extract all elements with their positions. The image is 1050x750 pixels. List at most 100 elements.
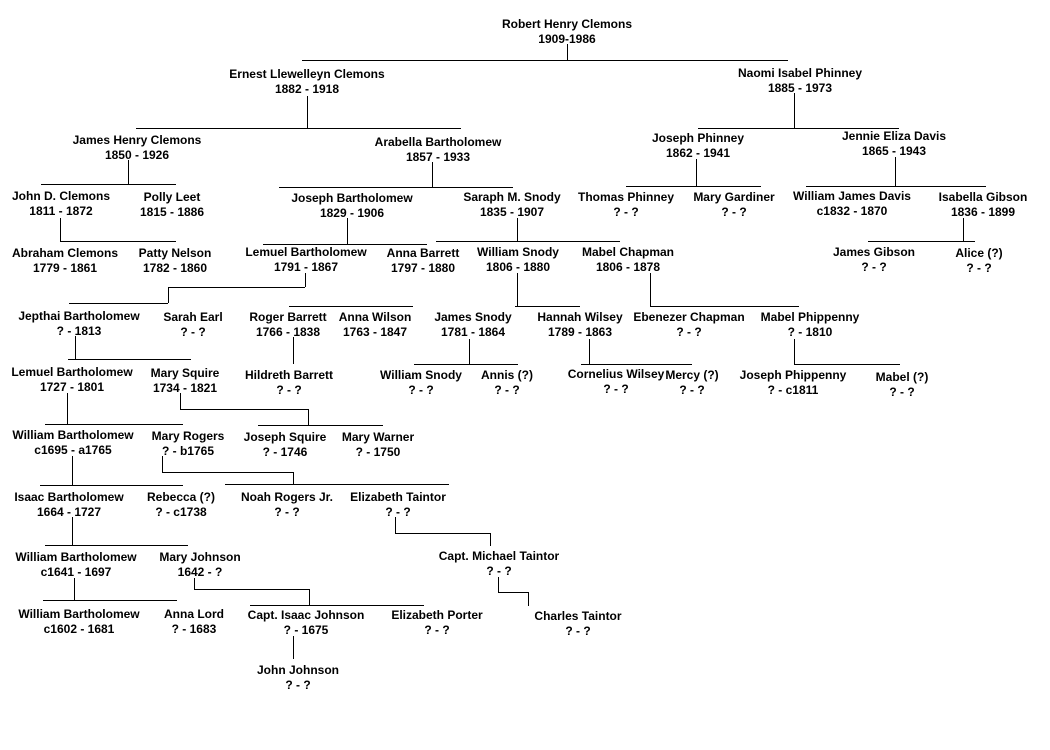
person-dates: c1641 - 1697 — [40, 565, 112, 579]
person-name: Naomi Isabel Phinney — [737, 66, 863, 80]
person-name: Cornelius Wilsey — [567, 367, 665, 381]
connector-line — [528, 592, 529, 606]
person-jepthai: Jepthai Bartholomew? - 1813 — [18, 309, 139, 339]
person-elizabethporter: Elizabeth Porter? - ? — [391, 608, 482, 638]
connector-line — [225, 484, 449, 485]
person-dates: ? - 1810 — [787, 325, 833, 339]
connector-line — [626, 186, 761, 187]
connector-line — [490, 533, 491, 546]
person-dates: ? - ? — [676, 325, 702, 339]
person-name: Anna Lord — [164, 607, 224, 621]
connector-line — [517, 273, 518, 306]
person-dates: ? - ? — [565, 624, 591, 638]
person-dates: 1727 - 1801 — [39, 380, 105, 394]
connector-line — [515, 306, 580, 307]
person-name: Joseph Squire — [243, 430, 327, 444]
person-name: John D. Clemons — [11, 189, 111, 203]
person-name: Lemuel Bartholomew — [11, 365, 133, 379]
connector-line — [162, 472, 293, 473]
person-noah: Noah Rogers Jr.? - ? — [241, 490, 333, 520]
connector-line — [517, 218, 518, 241]
person-dates: 1865 - 1943 — [861, 144, 927, 158]
person-dates: ? - ? — [721, 205, 747, 219]
person-dates: 1806 - 1880 — [485, 260, 551, 274]
person-dates: c1832 - 1870 — [816, 204, 888, 218]
person-dates: 1811 - 1872 — [29, 204, 93, 218]
person-dates: ? - ? — [889, 385, 915, 399]
connector-line — [162, 456, 163, 472]
connector-line — [581, 364, 692, 365]
person-dates: ? - ? — [408, 383, 434, 397]
connector-line — [168, 287, 169, 303]
person-dates: ? - b1765 — [161, 444, 215, 458]
connector-line — [289, 306, 413, 307]
connector-line — [794, 93, 795, 128]
person-name: Ebenezer Chapman — [633, 310, 745, 324]
person-williamsnodyold: William Snody? - ? — [380, 368, 462, 398]
connector-line — [347, 218, 348, 244]
connector-line — [469, 339, 470, 364]
person-dates: ? - ? — [285, 678, 311, 692]
person-dates: ? - 1746 — [262, 445, 308, 459]
person-dates: c1602 - 1681 — [43, 622, 115, 636]
connector-line — [395, 533, 490, 534]
connector-line — [293, 472, 294, 484]
person-name: Mercy (?) — [665, 368, 719, 382]
person-dates: 1734 - 1821 — [152, 381, 218, 395]
person-charles: Charles Taintor? - ? — [534, 609, 621, 639]
person-marywarner: Mary Warner? - 1750 — [342, 430, 414, 460]
person-name: John Johnson — [257, 663, 339, 677]
connector-line — [75, 336, 76, 359]
person-rebecca: Rebecca (?)? - c1738 — [147, 490, 215, 520]
connector-line — [60, 218, 61, 241]
connector-line — [395, 517, 396, 533]
person-dates: ? - ? — [679, 383, 705, 397]
connector-line — [68, 359, 191, 360]
connector-line — [806, 186, 986, 187]
connector-line — [194, 578, 195, 589]
person-name: William Bartholomew — [12, 428, 134, 442]
connector-line — [180, 393, 181, 409]
connector-line — [308, 409, 309, 425]
person-name: Mary Johnson — [159, 550, 241, 564]
person-dates: 1779 - 1861 — [32, 261, 98, 275]
person-name: Jepthai Bartholomew — [18, 309, 140, 323]
person-dates: ? - ? — [274, 505, 300, 519]
person-name: Elizabeth Porter — [391, 608, 483, 622]
person-name: Joseph Phinney — [651, 131, 745, 145]
person-name: James Snody — [434, 310, 512, 324]
person-name: Mary Warner — [341, 430, 415, 444]
person-dates: ? - 1813 — [56, 324, 102, 338]
person-dates: 1815 - 1886 — [139, 205, 205, 219]
person-isaacjohnson: Capt. Isaac Johnson? - 1675 — [248, 608, 365, 638]
person-name: Noah Rogers Jr. — [240, 490, 334, 504]
person-name: Capt. Isaac Johnson — [247, 608, 365, 622]
person-saraheasl: Sarah Earl? - ? — [163, 310, 222, 340]
connector-line — [258, 425, 383, 426]
connector-line — [168, 287, 305, 288]
person-mercy: Mercy (?)? - ? — [665, 368, 718, 398]
person-name: Annis (?) — [481, 368, 533, 382]
person-dates: ? - ? — [385, 505, 411, 519]
connector-line — [69, 303, 168, 304]
connector-line — [180, 409, 308, 410]
person-name: Jennie Eliza Davis — [841, 129, 947, 143]
person-dates: ? - c1738 — [155, 505, 207, 519]
person-name: James Gibson — [832, 245, 916, 259]
person-mabelphip: Mabel Phippenny? - 1810 — [761, 310, 860, 340]
connector-line — [40, 485, 183, 486]
person-maryrogers: Mary Rogers? - b1765 — [152, 429, 225, 459]
